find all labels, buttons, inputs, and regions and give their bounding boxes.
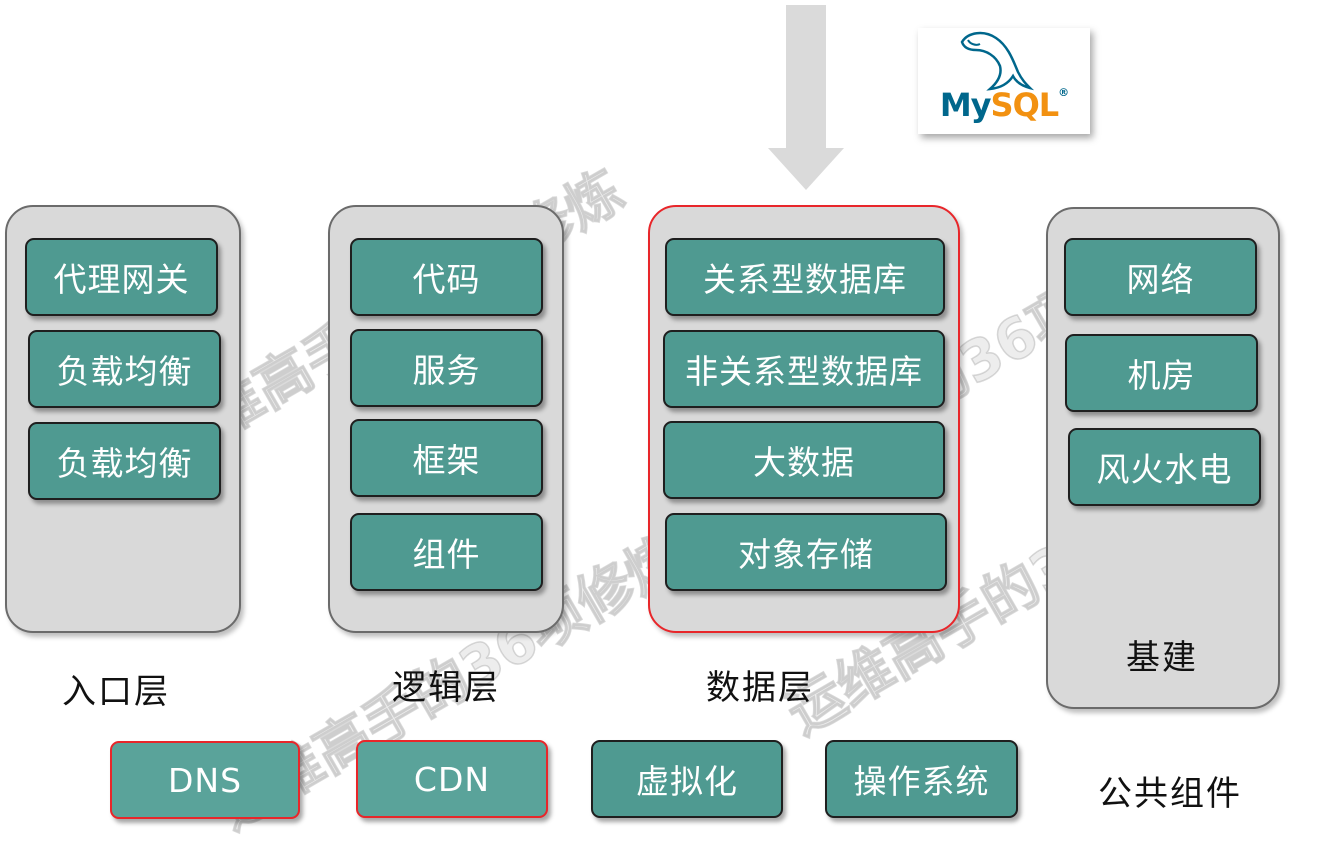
down-arrow-icon xyxy=(768,148,844,190)
logic-item-framework: 框架 xyxy=(350,419,543,497)
entry-item-load-balancer: 负载均衡 xyxy=(28,422,221,500)
logic-layer-label: 逻辑层 xyxy=(392,668,500,708)
mysql-logo: MySQL® xyxy=(918,28,1090,134)
common-components-label: 公共组件 xyxy=(1098,774,1242,814)
logic-item-service: 服务 xyxy=(350,329,543,407)
common-item-virtualization: 虚拟化 xyxy=(591,740,783,818)
mysql-wordmark: MySQL® xyxy=(939,86,1069,124)
dolphin-icon xyxy=(960,31,1035,91)
entry-layer-label: 入口层 xyxy=(62,672,170,712)
infra-label: 基建 xyxy=(1126,638,1198,678)
data-item-object-storage: 对象存储 xyxy=(665,513,947,591)
infra-item-network: 网络 xyxy=(1064,238,1257,316)
infra-item-utilities: 风火水电 xyxy=(1068,428,1261,506)
entry-item-load-balancer: 负载均衡 xyxy=(28,330,221,408)
data-item-relational-db: 关系型数据库 xyxy=(665,238,945,316)
data-item-big-data: 大数据 xyxy=(663,421,945,499)
entry-item-proxy-gateway: 代理网关 xyxy=(25,238,218,316)
common-item-os: 操作系统 xyxy=(825,740,1018,818)
common-item-cdn: CDN xyxy=(356,740,548,818)
data-item-nosql-db: 非关系型数据库 xyxy=(663,330,945,408)
logic-item-component: 组件 xyxy=(350,513,543,591)
data-layer-label: 数据层 xyxy=(706,668,814,708)
logic-item-code: 代码 xyxy=(350,238,543,316)
infra-item-datacenter: 机房 xyxy=(1065,334,1258,412)
common-item-dns: DNS xyxy=(110,741,300,819)
down-arrow-shaft xyxy=(786,5,826,150)
